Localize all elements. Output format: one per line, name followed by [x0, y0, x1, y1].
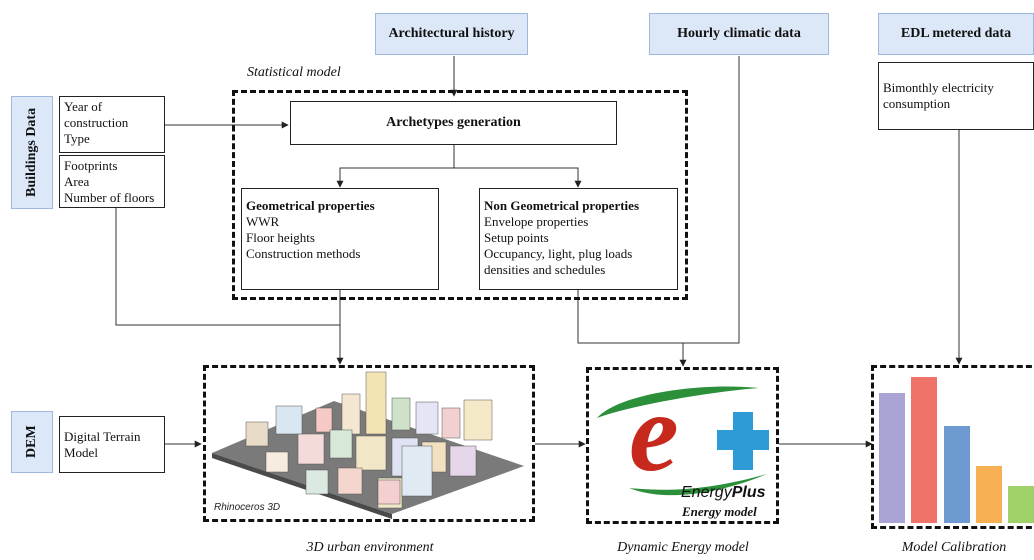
geometrical-item: Construction methods: [246, 246, 361, 261]
buildings-geom-line: Area: [64, 174, 90, 189]
dem-line: Model: [64, 445, 98, 460]
calibration-bar-green: [1008, 486, 1034, 523]
geometrical-properties-box: Geometrical properties WWR Floor heights…: [241, 188, 439, 290]
geometrical-title: Geometrical properties: [246, 198, 375, 213]
edl-line: Bimonthly electricity: [883, 80, 994, 95]
bimonthly-consumption-box: Bimonthly electricity consumption: [878, 62, 1034, 130]
urban-environment-panel: Rhinoceros 3D: [203, 365, 535, 522]
arrow-climatic-to-energy: [679, 56, 740, 367]
arrow-archetypes-split: [336, 145, 455, 188]
statistical-model-label: Statistical model: [247, 65, 341, 80]
edl-metered-data-source: EDL metered data: [878, 13, 1034, 55]
statistical-model-container: [232, 90, 688, 300]
non-geometrical-item: Setup points: [484, 230, 549, 245]
arrow-nongeom-to-energy: [577, 290, 683, 344]
non-geometrical-title: Non Geometrical properties: [484, 198, 639, 213]
buildings-attributes-box: Year of construction Type: [59, 96, 165, 153]
non-geometrical-item: Occupancy, light, plug loads: [484, 246, 633, 261]
model-calibration-caption: Model Calibration: [901, 540, 1007, 555]
city-model-image: [212, 371, 524, 519]
model-calibration-panel: [871, 365, 1034, 529]
geometrical-item: Floor heights: [246, 230, 315, 245]
buildings-geom-line: Footprints: [64, 158, 118, 173]
buildings-geom-line: Number of floors: [64, 190, 155, 205]
edl-line: consumption: [883, 96, 951, 111]
buildings-attr-line: construction: [64, 115, 129, 130]
non-geometrical-item: Envelope properties: [484, 214, 589, 229]
energyplus-logo: e: [597, 371, 769, 496]
dem-line: Digital Terrain: [64, 429, 141, 444]
svg-text:e: e: [629, 371, 679, 495]
energyplus-brand: EnergyPlus: [681, 484, 766, 501]
calibration-bar-purple: [879, 393, 905, 523]
dynamic-energy-caption: Dynamic Energy model: [617, 540, 749, 555]
rhinoceros-label: Rhinoceros 3D: [214, 502, 281, 513]
archetypes-generation-box: Archetypes generation: [290, 101, 617, 145]
energy-model-panel: e EnergyPlus Energy model: [586, 367, 779, 524]
calibration-bar-orange: [976, 466, 1002, 523]
buildings-attr-line: Year of: [64, 99, 103, 114]
buildings-attr-line: Type: [64, 131, 90, 146]
geometrical-item: WWR: [246, 214, 280, 229]
architectural-history-source: Architectural history: [375, 13, 528, 55]
digital-terrain-model-box: Digital Terrain Model: [59, 416, 165, 473]
arrow-footprints-to-urban: [115, 208, 340, 326]
calibration-bar-blue: [944, 426, 970, 523]
calibration-bar-red: [911, 377, 937, 523]
non-geometrical-properties-box: Non Geometrical properties Envelope prop…: [479, 188, 678, 290]
urban-environment-caption: 3D urban environment: [306, 540, 434, 555]
non-geometrical-item: densities and schedules: [484, 262, 606, 277]
buildings-geometry-box: Footprints Area Number of floors: [59, 155, 165, 208]
energy-model-label: Energy model: [682, 504, 757, 519]
hourly-climatic-data-source: Hourly climatic data: [649, 13, 829, 55]
